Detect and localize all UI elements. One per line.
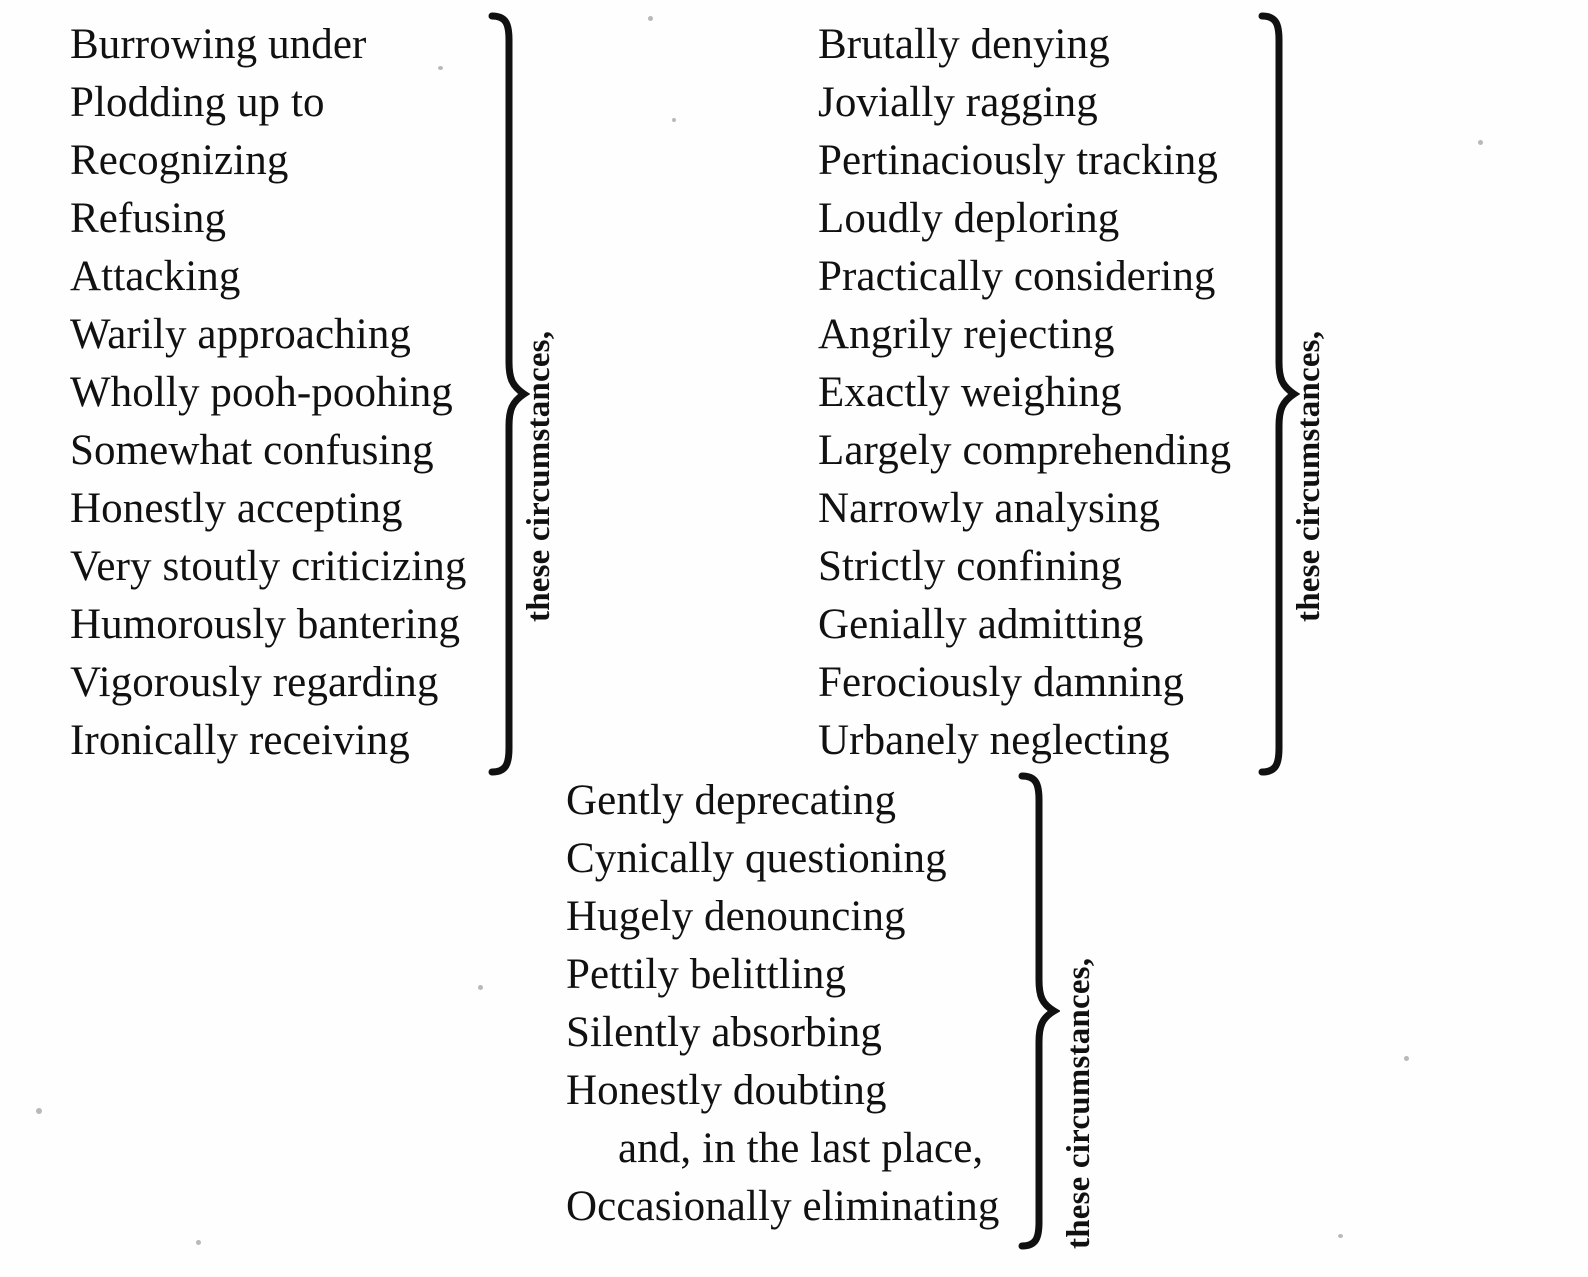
phrase-list-group-3: Gently deprecating Cynically questioning… <box>566 772 999 1236</box>
list-item: Practically considering <box>818 253 1216 300</box>
scan-speck <box>438 66 443 70</box>
curly-brace-group-3 <box>1014 770 1060 1252</box>
list-item: Plodding up to <box>70 79 325 126</box>
phrase-list-group-2: Brutally denying Jovially ragging Pertin… <box>818 16 1231 770</box>
scan-speck <box>1404 1056 1409 1061</box>
list-item: Refusing <box>70 195 227 242</box>
scan-speck <box>36 1108 42 1114</box>
list-item: Burrowing under <box>70 21 367 68</box>
curly-brace-group-2 <box>1254 10 1300 778</box>
list-item: Honestly accepting <box>70 485 403 532</box>
scan-speck <box>1338 1234 1343 1238</box>
scan-speck <box>196 1240 201 1245</box>
list-item: Largely comprehending <box>818 427 1232 474</box>
list-item: Honestly doubting <box>566 1067 887 1114</box>
scan-speck <box>648 16 653 21</box>
list-item: Pertinaciously tracking <box>818 137 1218 184</box>
brace-label-group-3: these circumstances, <box>1061 957 1097 1249</box>
list-item: Gently deprecating <box>566 777 897 824</box>
list-item: Jovially ragging <box>818 79 1098 126</box>
list-item: Silently absorbing <box>566 1009 882 1056</box>
list-item: Humorously bantering <box>70 601 461 648</box>
scan-speck <box>478 985 483 990</box>
scan-speck <box>1478 140 1483 145</box>
list-item: Ferociously damning <box>818 659 1185 706</box>
list-item: Ironically receiving <box>70 717 410 764</box>
list-item: Narrowly analysing <box>818 485 1161 532</box>
list-item: Urbanely neglecting <box>818 717 1170 764</box>
list-item: Pettily belittling <box>566 951 847 998</box>
list-item: Very stoutly criticizing <box>70 543 467 590</box>
brace-label-group-1: these circumstances, <box>521 330 557 622</box>
list-item: Exactly weighing <box>818 369 1122 416</box>
list-item: Attacking <box>70 253 241 300</box>
list-item: Brutally denying <box>818 21 1110 68</box>
phrase-list-group-1: Burrowing under Plodding up to Recognizi… <box>70 16 466 770</box>
list-item: Genially admitting <box>818 601 1144 648</box>
list-item: Somewhat confusing <box>70 427 434 474</box>
list-item: Warily approaching <box>70 311 412 358</box>
list-item: Vigorously regarding <box>70 659 439 706</box>
list-item: Recognizing <box>70 137 289 184</box>
list-item: Hugely denouncing <box>566 893 906 940</box>
list-item: Loudly deploring <box>818 195 1120 242</box>
list-item-interjection: and, in the last place, <box>618 1125 984 1172</box>
list-item: Cynically questioning <box>566 835 947 882</box>
list-item: Occasionally eliminating <box>566 1183 1000 1230</box>
curly-brace-group-1 <box>484 10 530 778</box>
list-item: Wholly pooh-poohing <box>70 369 453 416</box>
scan-speck <box>672 118 676 122</box>
list-item: Strictly confining <box>818 543 1122 590</box>
list-item: Angrily rejecting <box>818 311 1115 358</box>
brace-label-group-2: these circumstances, <box>1291 330 1327 622</box>
